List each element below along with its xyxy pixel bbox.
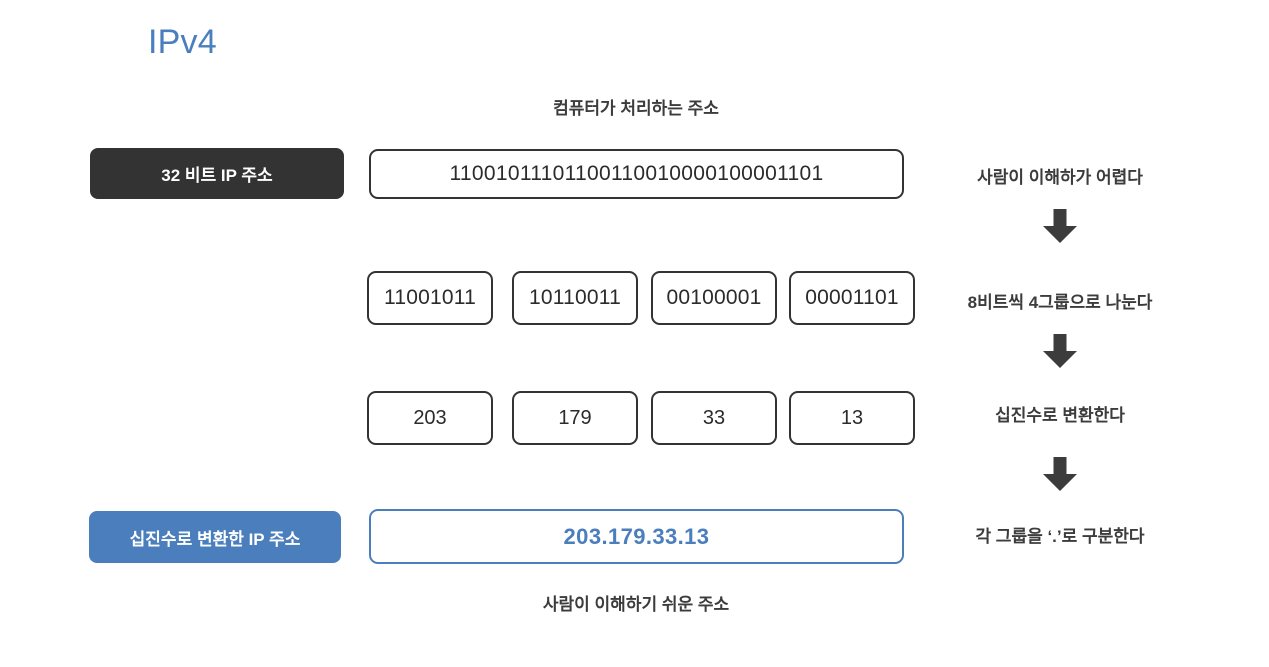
page-title: IPv4 bbox=[148, 23, 217, 61]
note-hard-to-understand: 사람이 이해하가 어렵다 bbox=[977, 168, 1143, 187]
arrow-down-icon bbox=[1040, 332, 1080, 370]
value-ip-address: 203.179.33.13 bbox=[369, 509, 904, 564]
note-split-into-four-groups: 8비트씩 4그룹으로 나눈다 bbox=[967, 293, 1153, 312]
value-binary-group: 00100001 bbox=[651, 271, 777, 325]
note-separate-with-dots: 각 그룹을 ‘.’로 구분한다 bbox=[975, 527, 1145, 546]
label-32bit-ip-address: 32 비트 IP 주소 bbox=[90, 148, 344, 199]
value-decimal-group: 13 bbox=[789, 391, 915, 445]
caption-computer-address: 컴퓨터가 처리하는 주소 bbox=[553, 99, 719, 118]
note-convert-to-decimal: 십진수로 변환한다 bbox=[995, 406, 1125, 425]
value-binary-group: 00001101 bbox=[789, 271, 915, 325]
value-decimal-group: 203 bbox=[367, 391, 493, 445]
value-binary-group: 10110011 bbox=[512, 271, 638, 325]
arrow-down-icon bbox=[1040, 207, 1080, 245]
value-binary-full: 11001011101100110010000100001101 bbox=[369, 149, 904, 199]
arrow-down-icon bbox=[1040, 455, 1080, 493]
caption-human-readable-address: 사람이 이해하기 쉬운 주소 bbox=[542, 595, 730, 614]
label-decimal-ip-address: 십진수로 변환한 IP 주소 bbox=[89, 511, 341, 563]
value-decimal-group: 33 bbox=[651, 391, 777, 445]
value-binary-group: 11001011 bbox=[367, 271, 493, 325]
value-decimal-group: 179 bbox=[512, 391, 638, 445]
